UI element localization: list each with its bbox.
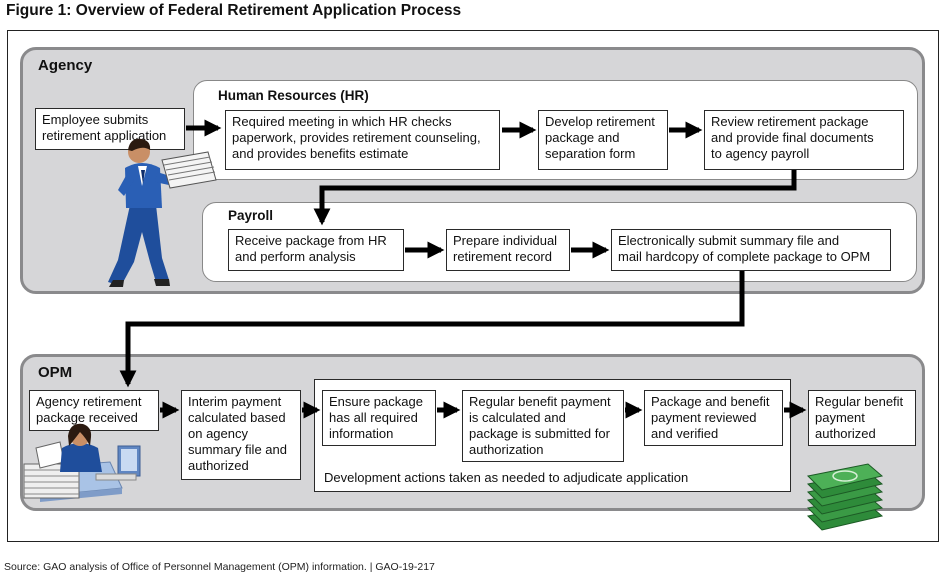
hr-label: Human Resources (HR) (218, 88, 369, 103)
source-note: Source: GAO analysis of Office of Person… (4, 561, 435, 573)
money-stack-icon (806, 463, 884, 531)
opm-step-4: Regular benefit payment is calculated an… (462, 390, 624, 462)
payroll-step-2: Prepare individual retirement record (446, 229, 570, 271)
opm-step-2: Interim payment calculated based on agen… (181, 390, 301, 480)
development-actions-label: Development actions taken as needed to a… (324, 470, 689, 485)
hr-step-2: Develop retirement package and separatio… (538, 110, 668, 170)
arrow-hr-to-payroll (313, 170, 797, 226)
arrow-payroll-to-opm (119, 271, 745, 388)
payroll-step-3: Electronically submit summary file and m… (611, 229, 891, 271)
figure-frame (7, 30, 939, 542)
figure-title: Figure 1: Overview of Federal Retirement… (6, 2, 462, 19)
opm-step-6: Regular benefit payment authorized (808, 390, 916, 446)
hr-step-1: Required meeting in which HR checks pape… (225, 110, 500, 170)
employee-submits-box: Employee submits retirement application (35, 108, 185, 150)
payroll-label: Payroll (228, 208, 274, 223)
hr-step-3: Review retirement package and provide fi… (704, 110, 904, 170)
opm-step-5: Package and benefit payment reviewed and… (644, 390, 783, 446)
employee-figure-icon (108, 138, 187, 287)
opm-clerk-icon (23, 423, 141, 502)
agency-label: Agency (38, 57, 93, 74)
paper-stack-icon (161, 151, 217, 189)
opm-label: OPM (38, 364, 73, 381)
payroll-step-1: Receive package from HR and perform anal… (228, 229, 404, 271)
opm-step-1: Agency retirement package received (29, 390, 159, 431)
opm-step-3: Ensure package has all required informat… (322, 390, 436, 446)
